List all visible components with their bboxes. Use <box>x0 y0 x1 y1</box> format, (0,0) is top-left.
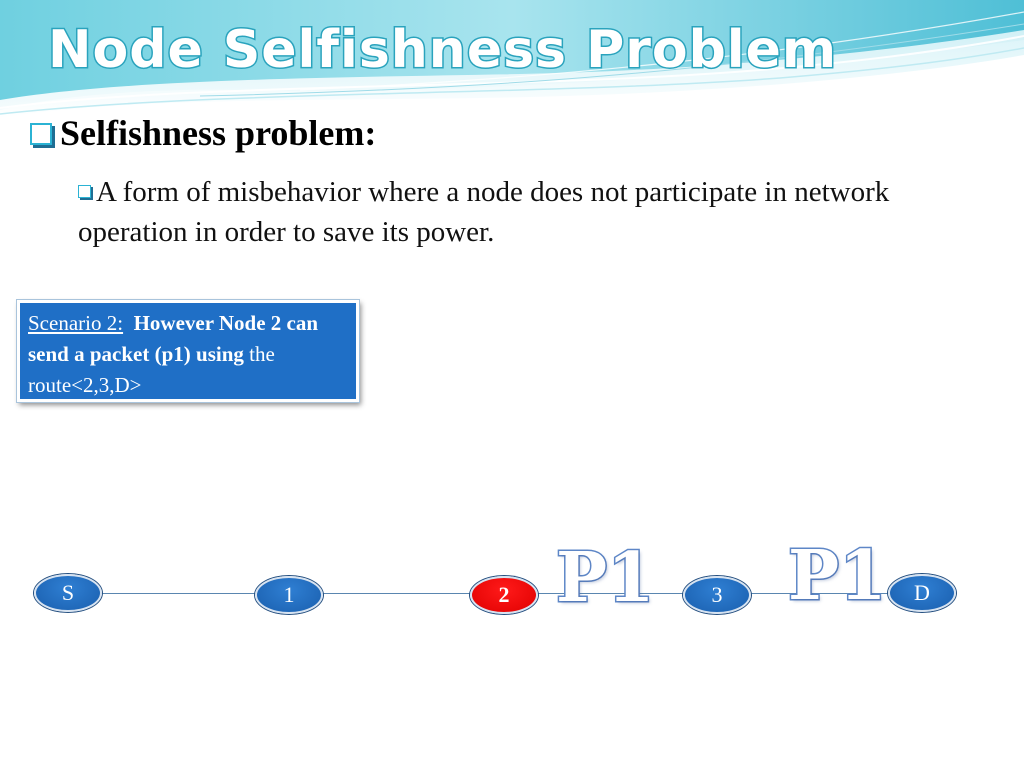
scenario-label: Scenario 2: <box>28 311 124 335</box>
scenario-callout: Scenario 2: However Node 2 can send a pa… <box>16 299 360 403</box>
link-1-2 <box>322 593 474 594</box>
scenario-route-text: the route<2,3,D> <box>28 342 275 397</box>
node-2: 2 <box>470 576 538 614</box>
square-bullet-icon <box>78 185 91 198</box>
definition-text: A form of misbehavior where a node does … <box>78 176 890 248</box>
link-3-d <box>750 593 916 594</box>
slide-title: Node Selfishness Problem <box>46 19 838 82</box>
node-1: 1 <box>255 576 323 614</box>
node-s: S <box>34 574 102 612</box>
square-bullet-icon <box>30 123 52 145</box>
heading-bullet: Selfishness problem: <box>30 112 376 154</box>
definition-bullet: A form of misbehavior where a node does … <box>78 172 958 252</box>
scenario-bold-text: However Node 2 can send a packet (p1) us… <box>28 311 319 366</box>
network-diagram: S 1 2 3 D P1 P1 <box>0 540 1024 660</box>
heading-text: Selfishness problem: <box>60 113 377 153</box>
link-s-1 <box>100 593 260 594</box>
packet-label-p1-first: P1 <box>554 538 655 618</box>
packet-label-p1-second: P1 <box>786 536 887 616</box>
node-3: 3 <box>683 576 751 614</box>
link-2-3 <box>536 593 688 594</box>
node-d: D <box>888 574 956 612</box>
header-wave-decoration <box>0 0 1024 118</box>
